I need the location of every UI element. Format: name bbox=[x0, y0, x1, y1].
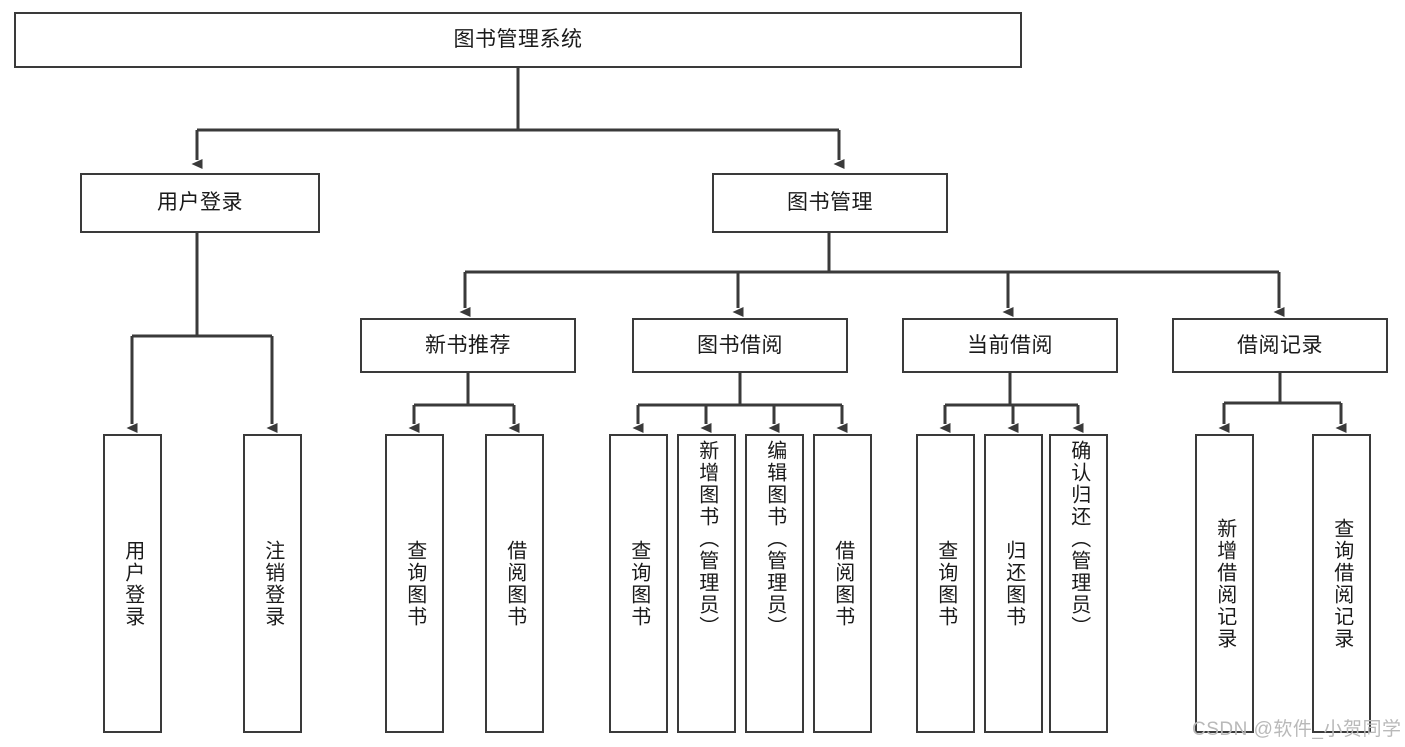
leaf-book-borrow-edit-book-admin[interactable]: 编辑图书（管理员） bbox=[745, 434, 804, 733]
node-label: 借阅图书 bbox=[503, 539, 526, 628]
node-label: 查询借阅记录 bbox=[1330, 517, 1353, 650]
leaf-borrow-record-query-record[interactable]: 查询借阅记录 bbox=[1312, 434, 1371, 733]
node-label: 借阅图书 bbox=[831, 539, 854, 628]
leaf-user-login-logout[interactable]: 注销登录 bbox=[243, 434, 302, 733]
leaf-user-login-login[interactable]: 用户登录 bbox=[103, 434, 162, 733]
leaf-current-borrow-return-book[interactable]: 归还图书 bbox=[984, 434, 1043, 733]
node-label: 图书借阅 bbox=[697, 333, 783, 357]
leaf-book-borrow-add-book-admin[interactable]: 新增图书（管理员） bbox=[677, 434, 736, 733]
node-user-login[interactable]: 用户登录 bbox=[80, 173, 320, 233]
node-label: 确认归还（管理员） bbox=[1067, 440, 1090, 638]
node-label: 注销登录 bbox=[261, 539, 284, 628]
leaf-borrow-record-add-record[interactable]: 新增借阅记录 bbox=[1195, 434, 1254, 733]
node-label: 用户登录 bbox=[157, 191, 243, 215]
node-label: 编辑图书（管理员） bbox=[763, 440, 786, 638]
node-current-borrow[interactable]: 当前借阅 bbox=[902, 318, 1118, 373]
node-label: 归还图书 bbox=[1002, 539, 1025, 628]
leaf-new-book-query-book[interactable]: 查询图书 bbox=[385, 434, 444, 733]
node-label: 查询图书 bbox=[627, 539, 650, 628]
node-label: 当前借阅 bbox=[967, 333, 1053, 357]
node-borrow-record[interactable]: 借阅记录 bbox=[1172, 318, 1388, 373]
node-label: 新书推荐 bbox=[425, 333, 511, 357]
node-label: 图书管理系统 bbox=[453, 28, 583, 52]
node-root-book-management-system[interactable]: 图书管理系统 bbox=[14, 12, 1022, 68]
node-label: 查询图书 bbox=[403, 539, 426, 628]
node-book-management[interactable]: 图书管理 bbox=[712, 173, 948, 233]
leaf-current-borrow-confirm-return-admin[interactable]: 确认归还（管理员） bbox=[1049, 434, 1108, 733]
node-book-borrow[interactable]: 图书借阅 bbox=[632, 318, 848, 373]
leaf-new-book-borrow-book[interactable]: 借阅图书 bbox=[485, 434, 544, 733]
node-label: 借阅记录 bbox=[1237, 333, 1323, 357]
node-label: 查询图书 bbox=[934, 539, 957, 628]
node-label: 新增借阅记录 bbox=[1213, 517, 1236, 650]
node-label: 图书管理 bbox=[787, 191, 873, 215]
csdn-watermark: CSDN @软件_小贺同学 bbox=[1192, 719, 1402, 740]
node-new-book-recommend[interactable]: 新书推荐 bbox=[360, 318, 576, 373]
leaf-book-borrow-query-book[interactable]: 查询图书 bbox=[609, 434, 668, 733]
node-label: 新增图书（管理员） bbox=[695, 440, 718, 638]
node-label: 用户登录 bbox=[121, 539, 144, 628]
leaf-book-borrow-borrow-book[interactable]: 借阅图书 bbox=[813, 434, 872, 733]
leaf-current-borrow-query-book[interactable]: 查询图书 bbox=[916, 434, 975, 733]
